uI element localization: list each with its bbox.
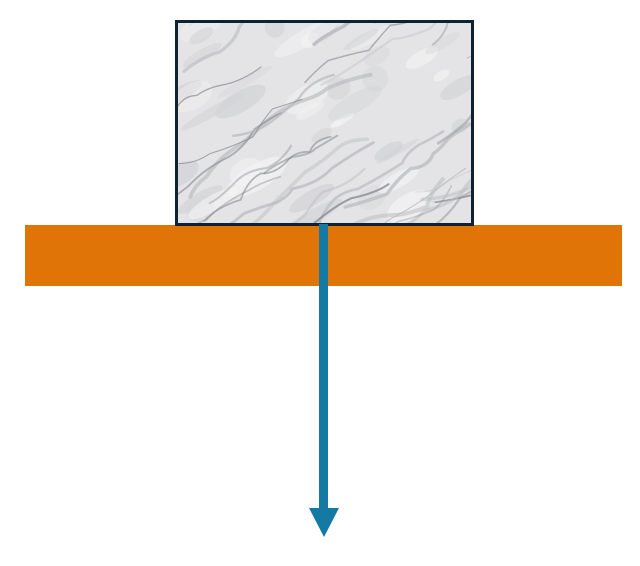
arrow-head	[309, 508, 339, 537]
marble-block	[175, 20, 474, 226]
downward-force-arrow	[309, 224, 339, 537]
arrow-shaft	[319, 224, 328, 512]
